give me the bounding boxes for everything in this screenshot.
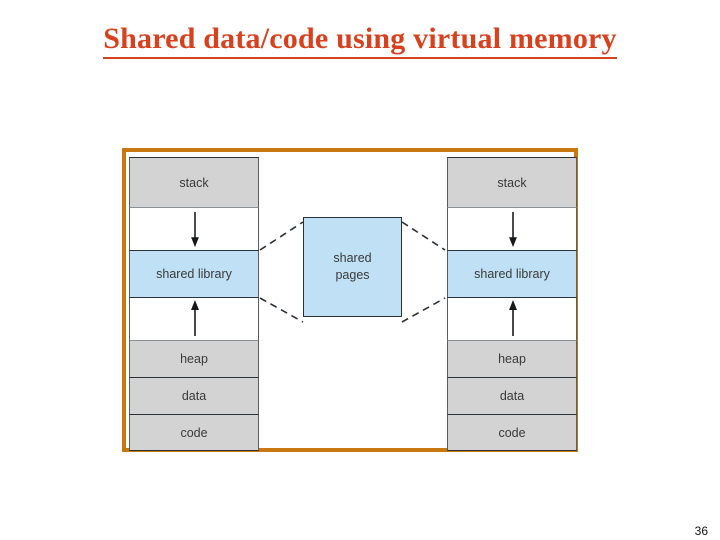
- right-process-address-space: stack shared library heap: [447, 157, 577, 451]
- right-segment-heap-label: heap: [498, 352, 526, 366]
- stack-growth-down-arrow-icon: [509, 211, 517, 248]
- left-segment-stack: stack: [129, 157, 259, 207]
- right-segment-data: data: [447, 377, 577, 414]
- right-segment-stack-label: stack: [497, 175, 527, 190]
- heap-growth-up-arrow-icon: [191, 300, 199, 336]
- right-segment-stack: stack: [447, 157, 577, 207]
- left-gap-stack-grow: [129, 207, 259, 250]
- left-segment-data-label: data: [181, 389, 207, 403]
- stack-growth-down-arrow-icon: [191, 211, 199, 248]
- shared-pages-label-line2: pages: [335, 268, 370, 282]
- heap-growth-up-arrow-icon: [509, 300, 517, 336]
- right-segment-shared-library: shared library: [447, 250, 577, 298]
- right-segment-heap: heap: [447, 340, 577, 377]
- diagram-canvas: stack shared library heap: [126, 152, 577, 451]
- right-gap-stack-grow: [447, 207, 577, 250]
- right-segment-code-label: code: [498, 425, 526, 440]
- page-title-text: Shared data/code using virtual memory: [103, 22, 617, 59]
- page-title: Shared data/code using virtual memory: [0, 22, 720, 59]
- left-segment-stack-label: stack: [179, 175, 209, 190]
- right-segment-shared-library-label: shared library: [474, 267, 550, 281]
- left-segment-data: data: [129, 377, 259, 414]
- left-segment-heap: heap: [129, 340, 259, 377]
- right-gap-heap-grow: [447, 298, 577, 340]
- left-gap-heap-grow: [129, 298, 259, 340]
- shared-pages-box: shared pages: [303, 217, 402, 317]
- left-segment-code: code: [129, 414, 259, 451]
- shared-pages-label-line1: shared: [333, 251, 372, 266]
- slide-page-number: 36: [694, 524, 708, 538]
- left-segment-code-label: code: [180, 425, 208, 440]
- virtual-memory-diagram: stack shared library heap: [122, 148, 578, 452]
- right-segment-code: code: [447, 414, 577, 451]
- left-segment-heap-label: heap: [180, 352, 208, 366]
- left-segment-shared-library: shared library: [129, 250, 259, 298]
- left-segment-shared-library-label: shared library: [156, 267, 232, 281]
- right-segment-data-label: data: [499, 389, 525, 403]
- left-process-address-space: stack shared library heap: [129, 157, 259, 451]
